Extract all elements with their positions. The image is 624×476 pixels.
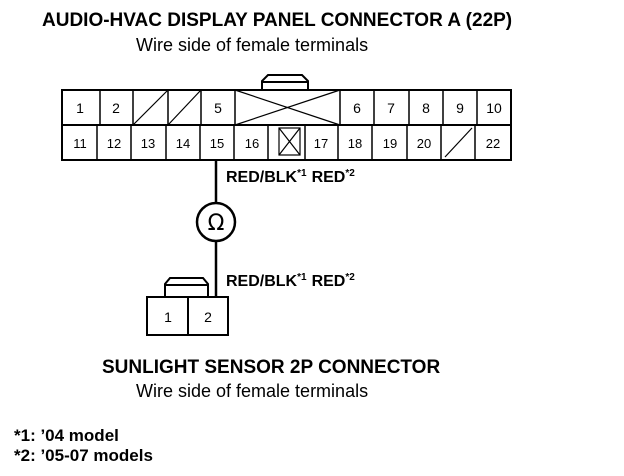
connector-a: 1 2 5 6 7 8 9 10 11 12 13 14 15 16 17 18…	[61, 74, 512, 161]
sensor-pin-label: 2	[204, 309, 212, 325]
sensor-lock-tab	[164, 277, 209, 297]
pin-label: 17	[314, 136, 328, 151]
empty-cavity-4	[167, 89, 202, 126]
pin-label: 7	[387, 100, 395, 116]
sensor-pin-label: 1	[164, 309, 172, 325]
row2-pin-labels: 11 12 13 14 15 16 17 18 19 20 22	[73, 136, 500, 151]
sensor-connector-subtitle: Wire side of female terminals	[136, 381, 368, 401]
pin-label: 14	[176, 136, 190, 151]
blocked-cavity-x	[278, 127, 301, 156]
pin-label: 8	[422, 100, 430, 116]
pin-label: 13	[141, 136, 155, 151]
connector-a-title: AUDIO-HVAC DISPLAY PANEL CONNECTOR A (22…	[42, 10, 512, 31]
pin-label: 1	[76, 100, 84, 116]
pin-label: 9	[456, 100, 464, 116]
pin-label: 5	[214, 100, 222, 116]
pin-label: 15	[210, 136, 224, 151]
pin-label: 12	[107, 136, 121, 151]
pin-label: 16	[245, 136, 259, 151]
sensor-connector: 1 2	[146, 277, 229, 336]
sensor-connector-title: SUNLIGHT SENSOR 2P CONNECTOR	[102, 357, 440, 378]
pin-label: 11	[73, 136, 87, 151]
pin-label: 10	[486, 100, 502, 116]
footnote-2: *2: ’05-07 models	[14, 446, 153, 465]
footnote-1: *1: ’04 model	[14, 426, 119, 445]
empty-cavity-21	[444, 127, 473, 158]
pin-label: 20	[417, 136, 431, 151]
empty-cavity-3	[132, 89, 169, 126]
test-circuit: Ω	[195, 160, 237, 297]
pin-label: 6	[353, 100, 361, 116]
pin-label: 19	[383, 136, 397, 151]
pin-label: 22	[486, 136, 500, 151]
row1-pin-labels: 1 2 5 6 7 8 9 10	[76, 100, 502, 116]
pin-label: 18	[348, 136, 362, 151]
connector-a-subtitle: Wire side of female terminals	[136, 35, 368, 55]
pin-label: 2	[112, 100, 120, 116]
ohm-symbol: Ω	[208, 211, 225, 236]
